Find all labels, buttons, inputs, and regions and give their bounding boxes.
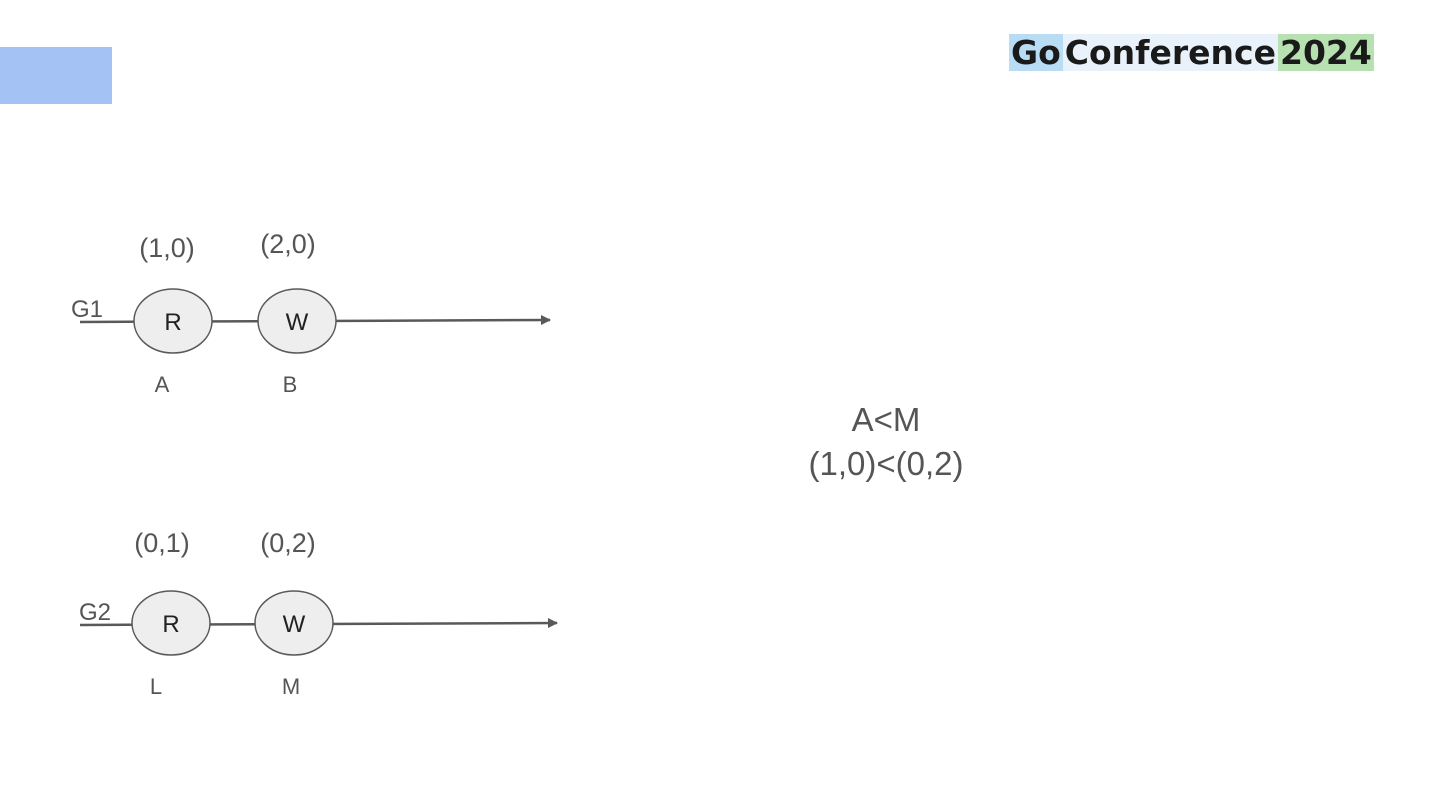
- logo-go-text: Go: [1009, 33, 1063, 72]
- timeline-g2: G2 (0,1) R L (0,2) W M: [79, 528, 558, 699]
- vector-clock-label: (1,0): [139, 233, 195, 263]
- event-op-label: W: [286, 309, 309, 336]
- comparison-clocks: (1,0)<(0,2): [808, 445, 964, 482]
- event-name-label: L: [150, 674, 162, 699]
- comparison-events: A<M: [851, 401, 921, 438]
- read-event-node: [131, 590, 211, 656]
- go-conference-logo: Go Conference 2024: [1009, 34, 1374, 71]
- event-op-label: R: [164, 309, 181, 336]
- event-op-label: R: [162, 611, 179, 638]
- corner-accent-block: [0, 47, 112, 104]
- event-name-label: M: [282, 674, 300, 699]
- write-event-node: [257, 288, 337, 354]
- happens-before-comparison: A<M (1,0)<(0,2): [760, 398, 1012, 486]
- goroutine-label: G2: [79, 599, 111, 626]
- vector-clock-label: (0,2): [260, 528, 316, 558]
- vector-clock-label: (0,1): [134, 528, 190, 558]
- logo-year-text: 2024: [1277, 33, 1374, 72]
- vector-clock-label: (2,0): [260, 229, 316, 259]
- goroutine-label: G1: [71, 296, 103, 323]
- event-op-label: W: [283, 611, 306, 638]
- timeline-g1: G1 (1,0) R A (2,0) W B: [71, 229, 551, 397]
- logo-conference-text: Conference: [1062, 33, 1278, 72]
- read-event-node: [133, 288, 213, 354]
- write-event-node: [254, 590, 334, 656]
- event-name-label: A: [155, 372, 170, 397]
- event-name-label: B: [283, 372, 298, 397]
